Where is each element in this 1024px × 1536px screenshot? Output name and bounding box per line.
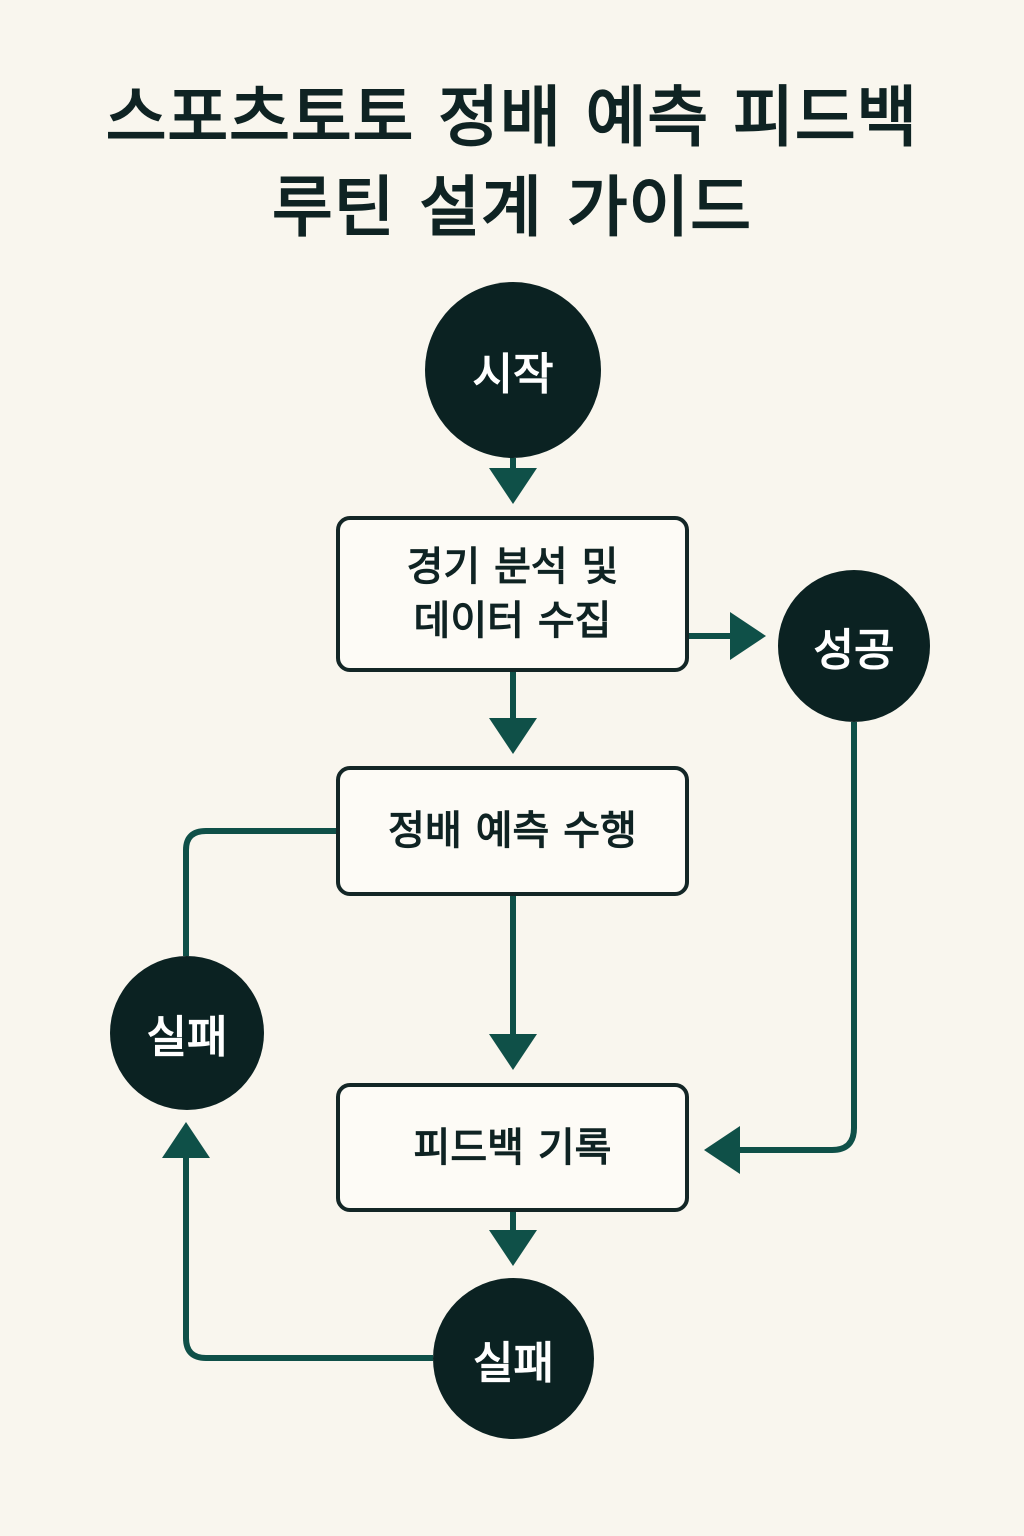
predict-box: 정배 예측 수행 (336, 766, 689, 896)
collect-data-line-2: 데이터 수집 (413, 598, 612, 644)
line-fail-left-to-predict (183, 828, 336, 956)
feedback-record-label: 피드백 기록 (413, 1124, 612, 1171)
arrow-fail-to-fail-left (162, 1122, 433, 1361)
predict-label: 정배 예측 수행 (388, 808, 637, 854)
fail-left-node: 실패 (110, 956, 264, 1110)
feedback-record-box: 피드백 기록 (336, 1083, 689, 1212)
collect-data-box: 경기 분석 및 데이터 수집 (336, 516, 689, 672)
arrow-success-to-record (704, 722, 857, 1174)
collect-data-line-1: 경기 분석 및 (406, 544, 619, 590)
page-title-line-2: 루틴 설계 가이드 (272, 169, 752, 246)
fail-bottom-node: 실패 (433, 1278, 594, 1439)
start-node: 시작 (425, 282, 601, 458)
success-node: 성공 (778, 570, 930, 722)
page-title-line-1: 스포츠토토 정배 예측 피드백 (105, 79, 919, 156)
